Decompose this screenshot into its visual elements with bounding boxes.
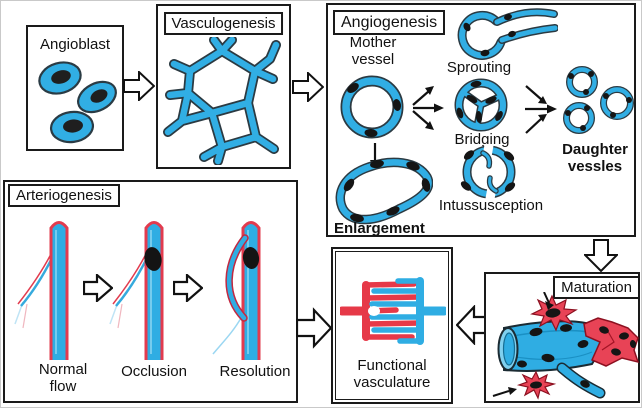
flow-arrow-right-icon	[296, 307, 332, 349]
resolution-label: Resolution	[219, 363, 291, 380]
mother-vessel-label: Mother vessel	[349, 34, 397, 68]
flow-arrow-right-icon	[292, 72, 324, 102]
resolution-vessel-illustration	[212, 221, 261, 360]
bridging-vessel-illustration	[454, 78, 508, 132]
sprouting-vessel-illustration	[457, 8, 558, 60]
intussusception-label: Intussusception	[438, 197, 544, 214]
fan-out-arrows-icon	[412, 86, 444, 130]
sprouting-label: Sprouting	[446, 59, 512, 76]
flow-arrow-down-icon	[584, 239, 618, 272]
step-arrow-right-icon	[173, 274, 203, 302]
intussusception-vessel-illustration	[460, 144, 516, 200]
angiogenesis-label: Angiogenesis	[333, 10, 446, 35]
bridging-label: Bridging	[454, 131, 510, 148]
flow-arrow-right-icon	[123, 71, 155, 101]
maturation-vessel-illustration	[492, 292, 640, 400]
clot	[242, 247, 260, 269]
angioblast-cells-illustration	[38, 61, 117, 144]
clot	[144, 247, 162, 271]
enlargement-vessel-illustration	[335, 157, 433, 225]
vasculogenesis-panel: Vasculogenesis	[156, 4, 291, 169]
occlusion-label: Occlusion	[121, 363, 187, 380]
daughter-vessels-illustration	[563, 66, 634, 134]
functional-vasculature-panel: Functional vasculature	[331, 247, 453, 404]
mother-vessel-illustration	[340, 75, 404, 139]
functional-vasculature-illustration	[340, 277, 446, 345]
angioblast-panel: Angioblast	[26, 25, 124, 151]
arteriogenesis-label: Arteriogenesis	[8, 184, 120, 207]
daughter-vessels-label: Daughter vessles	[562, 141, 628, 175]
arteriogenesis-panel: Arteriogenesis Normal flow	[3, 180, 298, 403]
step-arrow-right-icon	[83, 274, 113, 302]
fan-in-arrows-icon	[525, 85, 557, 134]
occlusion-vessel-illustration	[109, 221, 164, 360]
vasculogenesis-network-illustration	[163, 37, 281, 165]
maturation-label: Maturation	[553, 276, 640, 299]
functional-vasculature-label: Functional vasculature	[353, 357, 431, 391]
enlargement-label: Enlargement	[334, 220, 425, 237]
normal-flow-vessel-illustration	[14, 221, 69, 360]
angiogenesis-panel: Angiogenesis Mother vessel	[326, 3, 636, 237]
vasculogenesis-label: Vasculogenesis	[163, 12, 284, 35]
normal-flow-label: Normal flow	[38, 361, 88, 395]
angioblast-label: Angioblast	[39, 36, 111, 53]
maturation-panel: Maturation	[484, 272, 640, 403]
functional-vasculature-inner-border	[335, 251, 449, 400]
